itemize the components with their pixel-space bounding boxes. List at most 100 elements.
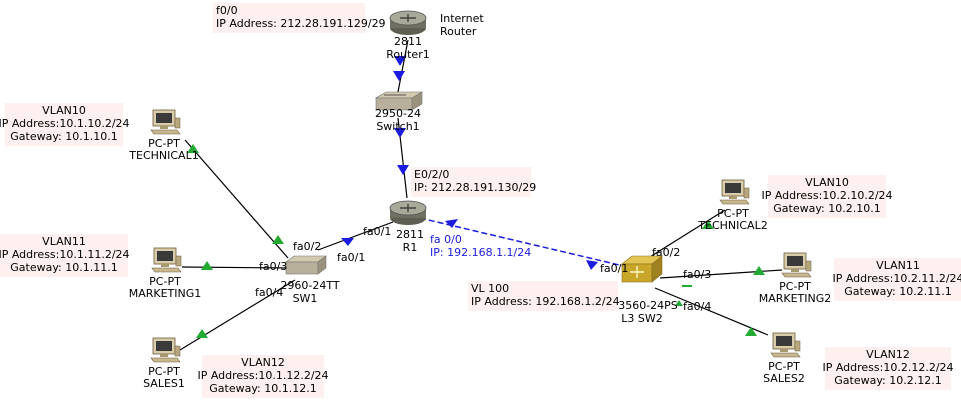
note-vl100-line: VL 100 [471,282,509,295]
device-marketing2-name: MARKETING2 [759,292,832,305]
note-sales2-line: IP Address:10.2.12.2/24 [822,361,953,374]
link-sw2-tech2 [644,209,726,261]
device-sw2-model: 3560-24PS [618,299,678,312]
device-marketing2-model: PC-PT [779,280,811,293]
port-blocked-icon [341,238,354,246]
note-background [468,281,618,311]
device-sales1-name: SALES1 [143,377,185,390]
port-sw2-fa02: fa0/2 [652,246,680,259]
port-r1-fa01: fa0/1 [363,225,391,238]
note-r1_if-line: IP: 212.28.191.130/29 [414,181,536,194]
device-technical2-model: PC-PT [717,207,749,220]
note-r1-fa00-line: fa 0/0 [430,233,462,246]
note-backgrounds [0,3,961,398]
note-router1_if-line: IP Address: 212.28.191.129/29 [216,17,386,30]
switch1-icon[interactable] [374,91,424,111]
l3sw2-icon[interactable] [621,255,663,283]
note-background [834,258,961,301]
port-up-icon [201,261,213,270]
link-r1-sw1 [317,221,394,251]
link-sales1-sw1 [179,279,296,351]
links [179,39,783,351]
pcs [150,109,812,363]
port-sw2-fa01: fa0/1 [600,262,628,275]
note-background [825,347,951,390]
note-mkt2-line: Gateway: 10.2.11.1 [844,285,951,298]
note-tech2-line: VLAN10 [805,176,849,189]
note-background [202,355,324,398]
note-mkt1-line: Gateway: 10.1.11.1 [10,261,117,274]
port-sw1-fa04: fa0/4 [255,286,283,299]
router1-note-line: Internet [440,12,484,25]
router1-note-line: Router [440,25,477,38]
pc-marketing1-icon[interactable] [151,247,182,273]
port-sw1-fa02: fa0/2 [293,240,321,253]
note-sales2-line: VLAN12 [866,348,910,361]
port-up-icon [675,300,683,306]
pc-marketing2-icon[interactable] [781,252,812,278]
port-sw1-fa01: fa0/1 [337,251,365,264]
note-tech1-line: IP Address:10.1.10.2/24 [0,117,130,130]
note-sales1-line: Gateway: 10.1.12.1 [209,382,316,395]
note-tech2-line: IP Address:10.2.10.2/24 [761,189,892,202]
port-blocked-icon [586,260,598,270]
port-up-icon [187,144,199,153]
device-technical1-name: TECHNICAL1 [128,149,198,162]
router1-icon[interactable] [389,10,427,35]
link-sw2-sales2 [654,287,769,336]
note-background [0,234,128,277]
note-sales2-line: Gateway: 10.2.12.1 [834,374,941,387]
note-sales1-line: IP Address:10.1.12.2/24 [197,369,328,382]
link-router1-switch1 [397,39,409,93]
pc-sales2-icon[interactable] [770,332,801,358]
device-technical1-model: PC-PT [148,137,180,150]
port-up-icon [702,220,714,229]
device-switch1-model: 2950-24 [375,107,421,120]
port-blocked-icon [394,128,406,138]
note-router1_if-line: f0/0 [216,4,238,17]
port-up-icon [272,235,284,244]
labels: f0/0IP Address: 212.28.191.129/29E0/2/0I… [0,4,961,395]
port-sw2-fa04: fa0/4 [683,300,711,313]
device-technical2-name: TECHNICAL2 [697,219,767,232]
device-sw1-model: 2960-24TT [280,279,339,292]
link-tech1-sw1 [184,139,289,259]
sw1-icon[interactable] [285,255,327,275]
pc-sales1-icon[interactable] [150,337,181,363]
note-r1-fa00-line: IP: 192.168.1.1/24 [430,246,531,259]
device-r1-model: 2811 [396,228,424,241]
note-mkt2-line: IP Address:10.2.11.2/24 [832,272,961,285]
note-vl100-line: IP Address: 192.168.1.2/24 [471,295,620,308]
note-tech2-line: Gateway: 10.2.10.1 [773,202,880,215]
link-mkt1-sw1 [181,266,291,269]
note-mkt1-line: VLAN11 [42,235,86,248]
pc-technical1-icon[interactable] [150,109,181,135]
device-sales2-name: SALES2 [763,372,805,385]
port-indicators [187,56,765,338]
device-router1-model: 2811 [394,35,422,48]
port-blocked-icon [397,165,409,175]
device-router1-name: Router1 [386,48,429,61]
note-background [768,175,886,218]
note-background [5,103,123,146]
note-background [213,3,365,33]
port-blocked-icon [445,219,458,228]
port-blocked-icon [393,71,405,81]
r1-icon[interactable] [389,200,427,225]
note-mkt1-line: IP Address:10.1.11.2/24 [0,248,130,261]
device-sw2-name: L3 SW2 [621,312,662,325]
link-r1-sw2 [419,217,633,269]
note-mkt2-line: VLAN11 [876,259,920,272]
device-sales2-model: PC-PT [768,360,800,373]
note-tech1-line: VLAN10 [42,104,86,117]
port-up-icon [753,266,765,275]
port-sw1-fa03: fa0/3 [259,260,287,273]
device-sw1-name: SW1 [293,292,318,305]
device-sales1-model: PC-PT [148,365,180,378]
pc-technical2-icon[interactable] [719,179,750,205]
port-up-icon [196,329,208,338]
port-sw2-fa03: fa0/3 [683,268,711,281]
note-tech1-line: Gateway: 10.1.10.1 [10,130,117,143]
